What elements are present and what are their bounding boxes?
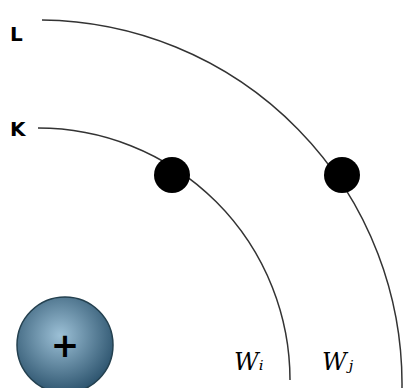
charge-sign: +	[15, 295, 115, 388]
shell-name: L	[10, 22, 23, 46]
shell-name: K	[10, 117, 26, 141]
energy-label: Wⱼ	[322, 348, 353, 376]
nucleus-circle: +	[15, 295, 115, 388]
electron-dot	[324, 157, 360, 193]
electron-dot	[154, 157, 190, 193]
energy-label: Wᵢ	[234, 348, 264, 376]
